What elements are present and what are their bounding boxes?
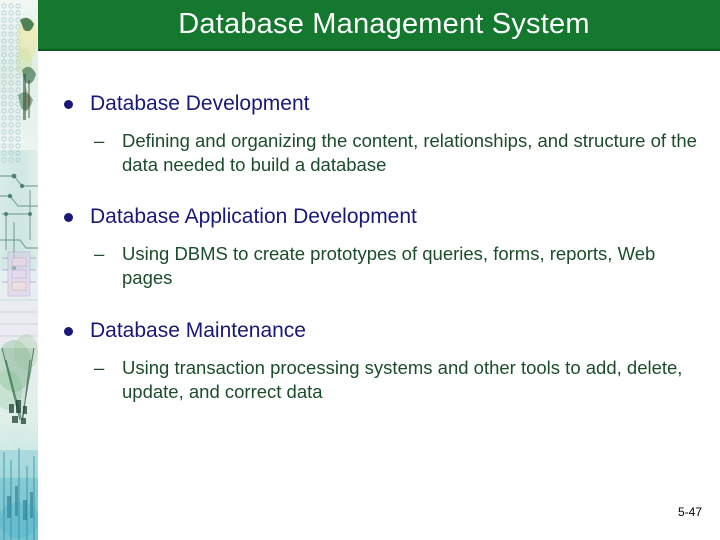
bullet-level1: Database Maintenance: [38, 318, 720, 344]
bullet-group: Database Development – Defining and orga…: [38, 91, 720, 177]
decorative-circuit-strip: [0, 0, 38, 540]
bullet-dot-icon: [64, 100, 73, 109]
bullet-dot-icon: [64, 213, 73, 222]
bullet-level2-label: Using transaction processing systems and…: [122, 357, 683, 402]
slide-body: Database Development – Defining and orga…: [38, 53, 720, 540]
bullet-dot-icon: [64, 327, 73, 336]
bullet-level2-label: Defining and organizing the content, rel…: [122, 130, 697, 175]
bullet-level2: – Using DBMS to create prototypes of que…: [90, 242, 698, 290]
bullet-level1-label: Database Application Development: [90, 205, 417, 228]
slide-title-bar: Database Management System: [38, 0, 720, 51]
bullet-level1: Database Application Development: [38, 204, 720, 230]
page-number: 5-47: [677, 505, 702, 519]
bullet-group: Database Application Development – Using…: [38, 204, 720, 290]
bullet-level2: – Defining and organizing the content, r…: [90, 129, 698, 177]
bullet-level1-label: Database Development: [90, 92, 310, 115]
bullet-level2: – Using transaction processing systems a…: [90, 356, 698, 404]
bullet-level2-label: Using DBMS to create prototypes of queri…: [122, 243, 656, 288]
bullet-level1: Database Development: [38, 91, 720, 117]
page-title: Database Management System: [178, 8, 590, 40]
bullet-group: Database Maintenance – Using transaction…: [38, 318, 720, 404]
bullet-dash-icon: –: [94, 243, 105, 264]
bullet-dash-icon: –: [94, 357, 105, 378]
bullet-level1-label: Database Maintenance: [90, 319, 306, 342]
bullet-dash-icon: –: [94, 130, 105, 151]
